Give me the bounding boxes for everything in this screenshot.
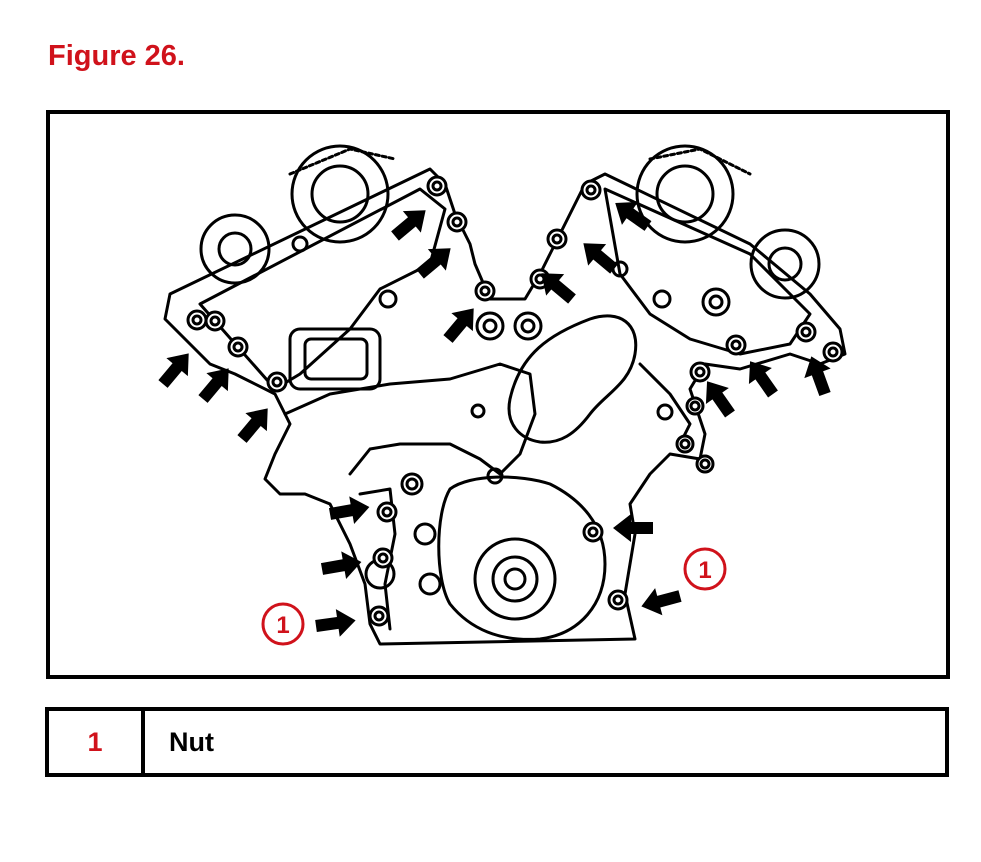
bolt [474, 280, 496, 302]
arrow-icon [607, 191, 657, 238]
bolt [701, 287, 731, 317]
arrow-icon [314, 606, 358, 640]
bolt [227, 336, 249, 358]
callout-right: 1 [683, 547, 727, 591]
crank-seal [473, 537, 557, 621]
bolt [607, 589, 629, 611]
bolt [368, 605, 390, 627]
bolt [725, 334, 747, 356]
left-cam-sprocket [199, 144, 397, 285]
bolt [822, 341, 844, 363]
engine-timing-cover-drawing: 1 1 [152, 144, 847, 646]
oil-pump-housing [437, 475, 607, 641]
bolt [580, 179, 602, 201]
bolt [376, 501, 398, 523]
diagram-frame: 1 1 [46, 110, 950, 679]
figure-title: Figure 26. [48, 40, 185, 72]
bolt [689, 361, 711, 383]
bolt-group [186, 175, 844, 627]
timing-cover-outline [163, 167, 847, 646]
legend-table: 1 Nut [45, 707, 949, 777]
bolt [372, 547, 394, 569]
bolt [695, 454, 715, 474]
bolt [400, 472, 424, 496]
bolt [475, 311, 505, 341]
bolt [546, 228, 568, 250]
arrow-icon [327, 493, 372, 528]
right-cam-sprocket [635, 144, 821, 300]
bolt [795, 321, 817, 343]
bolt [204, 310, 226, 332]
bolt [675, 434, 695, 454]
svg-text:1: 1 [698, 557, 711, 584]
arrow-icon [152, 344, 200, 393]
bolt [446, 211, 468, 233]
bolt [685, 396, 705, 416]
arrow-icon [637, 582, 684, 620]
legend-description: Nut [169, 726, 214, 757]
callout-left: 1 [261, 602, 305, 646]
arrow-icon [386, 199, 435, 247]
bolt [266, 371, 288, 393]
svg-text:1: 1 [276, 612, 289, 639]
arrow-icon [231, 399, 279, 448]
coolant-passage [507, 314, 638, 444]
arrow-icon [319, 548, 364, 583]
bolt [426, 175, 448, 197]
left-window [288, 327, 382, 391]
legend-number: 1 [49, 711, 145, 773]
bolt [582, 521, 604, 543]
bolt [513, 311, 543, 341]
bolt [186, 309, 208, 331]
arrow-icon [738, 353, 785, 403]
